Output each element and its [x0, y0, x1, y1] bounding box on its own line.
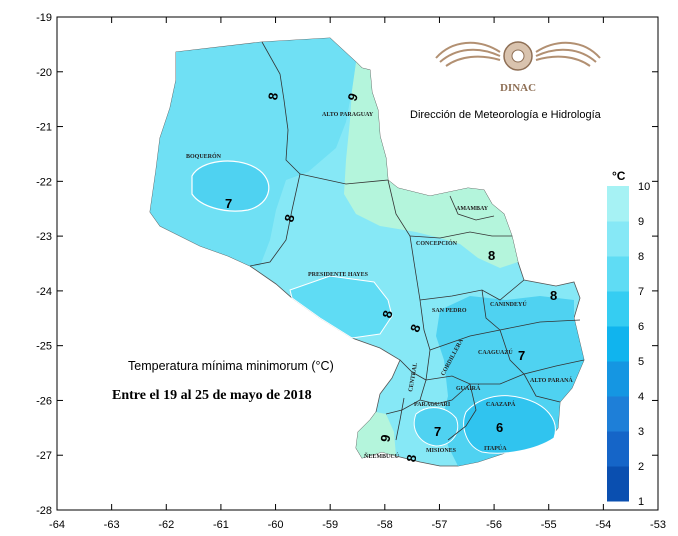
y-tick-label: -22	[36, 176, 52, 188]
map-subtitle: Entre el 19 al 25 de mayo de 2018	[112, 388, 312, 403]
x-tick-label: -63	[104, 519, 120, 531]
zone-7-central	[289, 275, 393, 339]
contour-label: 7	[434, 424, 441, 439]
dinac-logo: DINAC	[435, 41, 601, 94]
contour-labels: 8 9 7 8 8 8 8 8 7 7 6 8 9	[225, 91, 557, 463]
department-borders	[249, 41, 585, 441]
country-shape	[149, 37, 585, 467]
x-tick-label: -62	[158, 519, 174, 531]
y-tick-label: -21	[36, 122, 52, 134]
dept-label-central: CENTRAL	[408, 362, 419, 392]
legend-swatch	[607, 291, 629, 327]
winged-emblem-icon	[435, 41, 601, 71]
legend-value: 1	[638, 496, 644, 508]
contour-label: 8	[403, 453, 419, 463]
legend-swatch	[607, 431, 629, 467]
y-tick-label: -24	[36, 286, 52, 298]
legend-swatch	[607, 256, 629, 292]
y-tick-label: -25	[36, 341, 52, 353]
legend-value: 2	[638, 461, 644, 473]
legend-swatch	[607, 361, 629, 397]
dept-label-caaguazu: CAAGUAZÚ	[478, 348, 513, 356]
map-title: Temperatura mínima minimorum (°C)	[128, 359, 334, 373]
x-tick-label: -57	[432, 519, 448, 531]
legend-value: 7	[638, 286, 644, 298]
legend-unit: °C	[612, 169, 626, 183]
legend-value: 8	[638, 251, 644, 263]
legend-value: 3	[638, 426, 644, 438]
contour-label: 9	[344, 91, 361, 103]
dept-label-boqueron: BOQUERÓN	[186, 152, 222, 160]
zone-7-misiones	[413, 407, 459, 447]
dept-label-itapua: ITAPÚA	[484, 444, 507, 452]
agency-name: Dirección de Meteorología e Hidrología	[410, 109, 602, 121]
legend-value: 6	[638, 321, 644, 333]
legend-value: 9	[638, 216, 644, 228]
x-tick-label: -58	[377, 519, 393, 531]
zone-9	[344, 62, 518, 268]
dept-label-neembucu: ÑEEMBUCÚ	[364, 452, 400, 460]
contour-label: 9	[377, 433, 393, 443]
y-tick-label: -23	[36, 231, 52, 243]
legend-value: 5	[638, 356, 644, 368]
zone-9-neembucu	[356, 412, 396, 458]
dept-label-amambay: AMAMBAY	[456, 206, 489, 212]
dept-label-guaira: GUAIRÁ	[456, 384, 481, 392]
department-labels: ALTO PARAGUAY BOQUERÓN PRESIDENTE HAYES …	[186, 112, 573, 460]
y-tick-label: -26	[36, 395, 52, 407]
contour-label: 6	[496, 420, 503, 435]
x-tick-label: -54	[595, 519, 611, 531]
legend-swatch	[607, 396, 629, 432]
y-tick-label: -20	[36, 67, 52, 79]
zone-7-8-west	[150, 38, 356, 266]
y-tick-label: -19	[36, 12, 52, 24]
x-tick-label: -55	[541, 519, 557, 531]
dept-label-presidente-hayes: PRESIDENTE HAYES	[308, 272, 369, 278]
zone-7-boqueron	[191, 160, 270, 212]
contour-label: 8	[379, 309, 395, 320]
zone-6-itapua	[463, 395, 556, 454]
x-tick-label: -60	[268, 519, 284, 531]
legend-swatch	[607, 326, 629, 362]
dept-label-misiones: MISIONES	[426, 448, 457, 454]
legend-swatch	[607, 466, 629, 502]
color-legend: °C 1 2 3 4 5 6 7 8 9 10	[607, 169, 650, 508]
dept-label-san-pedro: SAN PEDRO	[432, 308, 467, 314]
logo-name: DINAC	[500, 82, 536, 94]
dept-label-alto-paraguay: ALTO PARAGUAY	[322, 112, 374, 118]
x-tick-label: -64	[49, 519, 65, 531]
x-tick-label: -53	[650, 519, 666, 531]
contour-label: 7	[225, 196, 232, 211]
contour-label: 8	[550, 288, 557, 303]
dept-label-caazapa: CAAZAPÁ	[486, 400, 516, 408]
contour-label: 8	[281, 213, 297, 224]
axes: -64 -63 -62 -61 -60 -59 -58 -57 -56 -55 -54 -53 -19 -…	[36, 12, 666, 531]
y-tick-label: -28	[36, 505, 52, 517]
legend-value: 4	[638, 391, 644, 403]
contour-label: 8	[265, 91, 281, 101]
contour-label: 7	[518, 348, 525, 363]
dept-label-canindeyu: CANINDEYÚ	[490, 300, 527, 308]
dept-label-alto-parana: ALTO PARANÁ	[530, 376, 573, 384]
dept-label-paraguari: PARAGUARÍ	[414, 400, 451, 408]
contour-label: 8	[488, 248, 495, 263]
legend-swatch	[607, 186, 629, 222]
legend-swatch	[607, 221, 629, 257]
x-tick-label: -56	[486, 519, 502, 531]
x-tick-label: -59	[322, 519, 338, 531]
legend-value: 10	[638, 181, 650, 193]
contour-label: 8	[407, 322, 424, 334]
y-tick-label: -27	[36, 450, 52, 462]
x-tick-label: -61	[213, 519, 229, 531]
dept-label-concepcion: CONCEPCIÓN	[416, 239, 458, 247]
